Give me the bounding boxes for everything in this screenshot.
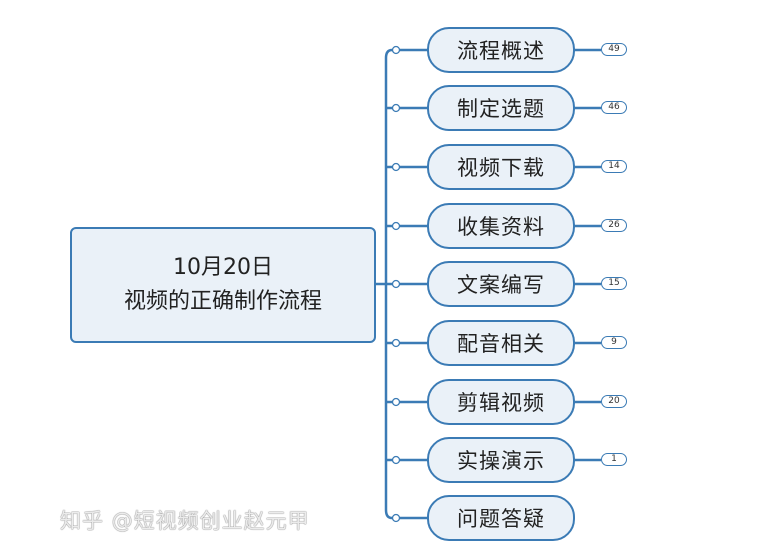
topic-node[interactable]: 剪辑视频 [427,379,575,425]
collapse-handle-icon [391,513,401,523]
collapse-handle-icon [391,221,401,231]
topic-node[interactable]: 问题答疑 [427,495,575,541]
watermark: 知乎 @短视频创业赵元甲 [60,509,310,533]
topic-node[interactable]: 视频下载 [427,144,575,190]
collapse-handle-icon [391,397,401,407]
collapse-handle-icon [391,162,401,172]
collapse-handle-icon [391,279,401,289]
topic-node[interactable]: 流程概述 [427,27,575,73]
root-date: 10月20日 [173,255,273,280]
root-title: 视频的正确制作流程 [123,289,322,314]
topic-node[interactable]: 收集资料 [427,203,575,249]
collapse-handle-icon [391,103,401,113]
child-count-badge[interactable]: 15 [601,277,627,290]
child-count-badge[interactable]: 26 [601,219,627,232]
child-count-badge[interactable]: 49 [601,43,627,56]
topic-node[interactable]: 配音相关 [427,320,575,366]
topic-node[interactable]: 实操演示 [427,437,575,483]
collapse-handle-icon [391,338,401,348]
root-topic[interactable]: 10月20日 视频的正确制作流程 [70,227,376,343]
child-count-badge[interactable]: 46 [601,101,627,114]
child-count-badge[interactable]: 14 [601,160,627,173]
topic-node[interactable]: 文案编写 [427,261,575,307]
topic-node[interactable]: 制定选题 [427,85,575,131]
child-count-badge[interactable]: 1 [601,453,627,466]
child-count-badge[interactable]: 20 [601,395,627,408]
child-count-badge[interactable]: 9 [601,336,627,349]
collapse-handle-icon [391,45,401,55]
collapse-handle-icon [391,455,401,465]
